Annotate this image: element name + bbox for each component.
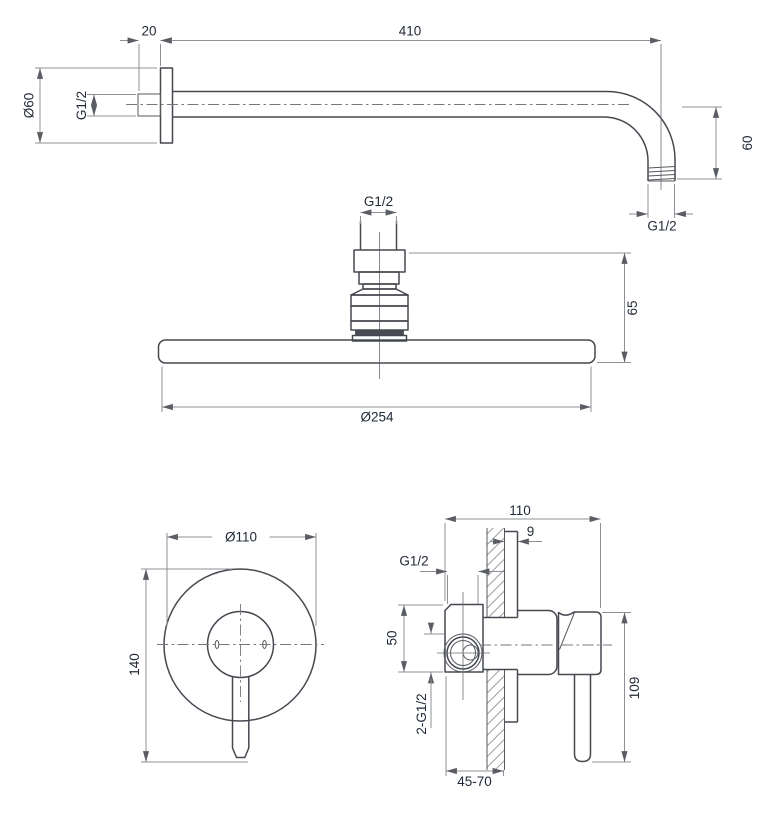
arm-end-thread-line <box>647 174 676 177</box>
dim-label-head-inlet-thread: G1/2 <box>364 194 393 209</box>
connector-oring <box>355 329 404 336</box>
connector-base-flange <box>351 334 408 342</box>
connector-neck <box>358 271 400 285</box>
mixer-handle-lever-front <box>231 676 250 759</box>
dim-label-side-inlet-threads: 2-G1/2 <box>414 693 429 734</box>
dim-side-top-thread: G1/2 <box>399 554 504 604</box>
dim-label-front-plate-diameter: Ø110 <box>225 530 257 545</box>
dim-label-side-wall-depth-range: 45-70 <box>457 774 492 789</box>
dim-label-side-overall-depth: 110 <box>509 503 531 518</box>
mixer-handle-body <box>557 611 602 676</box>
arm-tube-inner <box>172 116 649 181</box>
view-shower-arm: 20 410 Ø60 G1/2 60 G1/ <box>22 24 756 234</box>
dim-label-arm-inlet-thread: G1/2 <box>74 91 89 120</box>
dim-arm-length: 410 <box>160 24 662 44</box>
arm-end-thread-line <box>647 166 676 169</box>
dim-arm-outlet-thread: G1/2 <box>629 184 693 234</box>
arm-wall-flange <box>159 67 174 144</box>
view-mixer-side: 110 9 G1/2 50 2-G1/2 <box>385 503 643 789</box>
mixer-side-geometry <box>437 528 612 770</box>
handle-slot-mark <box>214 640 220 649</box>
dim-side-body-height: 50 <box>385 604 443 673</box>
dim-label-head-diameter: Ø254 <box>360 410 394 425</box>
dim-arm-offset: 20 <box>120 24 179 91</box>
dim-label-arm-drop-height: 60 <box>740 135 755 150</box>
arm-geometry <box>126 44 676 190</box>
dim-label-arm-length: 410 <box>399 24 422 39</box>
mixer-front-geometry <box>157 568 324 759</box>
head-disc <box>157 339 596 364</box>
view-shower-head: G1/2 65 Ø254 <box>157 194 640 425</box>
arm-wall-thread <box>137 93 161 117</box>
arm-tube-outer <box>172 90 676 181</box>
dim-front-plate-diameter: Ø110 <box>166 530 317 626</box>
dim-label-arm-flange-diameter: Ø60 <box>22 93 37 119</box>
mixer-handle-lever-side <box>573 674 592 763</box>
dim-side-handle-drop: 109 <box>592 612 642 763</box>
dim-arm-drop-height: 60 <box>677 106 755 180</box>
dim-side-wall-depth-range: 45-70 <box>445 676 504 789</box>
dim-label-arm-offset: 20 <box>141 24 156 39</box>
dim-label-arm-outlet-thread: G1/2 <box>647 219 676 234</box>
arm-end-thread-line <box>647 170 676 173</box>
view-mixer-front: Ø110 140 <box>127 530 324 763</box>
wall-hatch-upper <box>487 528 505 618</box>
dim-label-side-body-height: 50 <box>385 630 400 645</box>
dim-label-side-plate-thickness: 9 <box>527 524 535 539</box>
head-geometry <box>157 221 596 379</box>
dim-front-overall-height: 140 <box>127 568 248 763</box>
dim-head-connector-height: 65 <box>409 252 640 363</box>
mixer-plate-circle <box>163 568 317 722</box>
cartridge-housing <box>517 609 558 676</box>
dim-side-plate-thickness: 9 <box>490 524 542 545</box>
valve-body <box>444 603 484 673</box>
dim-side-inlet-threads: 2-G1/2 <box>414 622 444 735</box>
wall-hatch-lower <box>487 669 505 770</box>
arm-end-thread-line <box>647 178 676 181</box>
dim-head-diameter: Ø254 <box>161 366 592 425</box>
dim-label-head-connector-height: 65 <box>625 300 640 315</box>
dim-arm-inlet-thread: G1/2 <box>74 91 136 120</box>
dim-label-side-handle-drop: 109 <box>627 677 642 700</box>
dim-side-overall-depth: 110 <box>444 503 601 608</box>
dim-head-inlet-thread: G1/2 <box>360 194 397 224</box>
dim-label-side-top-thread: G1/2 <box>399 554 428 569</box>
dim-label-front-overall-height: 140 <box>127 653 142 676</box>
dim-arm-flange-diameter: Ø60 <box>22 67 157 144</box>
handle-joint-line <box>559 612 575 650</box>
